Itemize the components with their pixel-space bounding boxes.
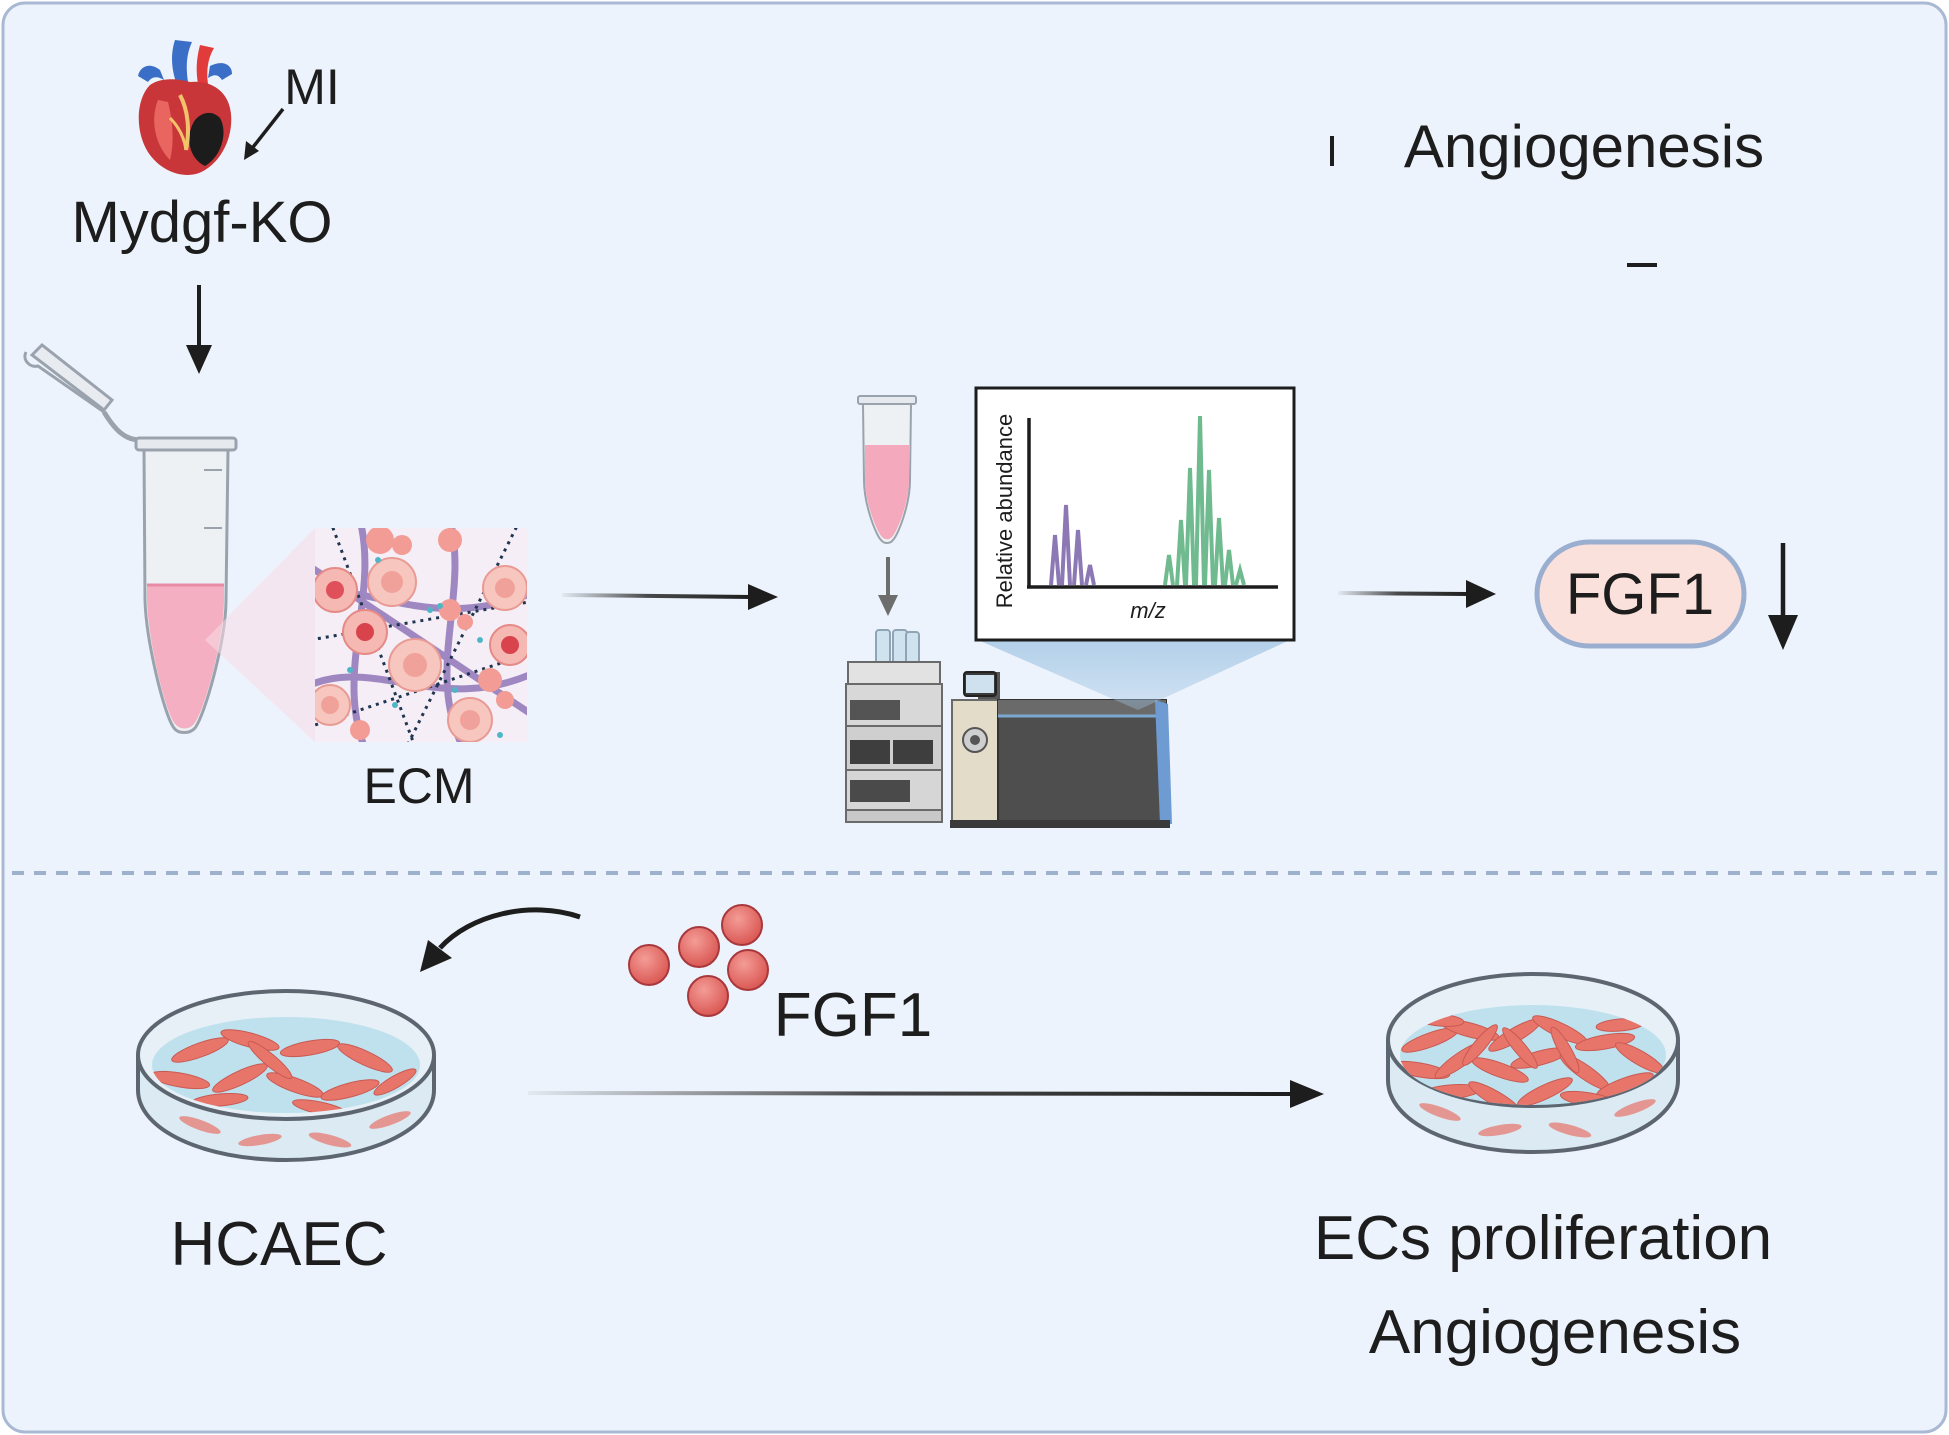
spectrum-ylabel: Relative abundance [992,414,1017,608]
small-tube-icon [857,395,917,544]
mi-arrow [244,107,285,160]
mi-label: MI [284,59,340,115]
lc-system-icon [845,629,943,823]
spectrum-chart: Relative abundance m/z [974,386,1296,642]
fgf1-bottom-label: FGF1 [774,981,932,1050]
sample-tube-icon [23,342,238,734]
decrease-arrow [1768,543,1798,650]
spectrum-xlabel: m/z [1130,598,1165,623]
ecm-inset [315,528,527,742]
inhibition-connector-vertical [1627,263,1657,437]
ecm-label: ECM [363,758,474,814]
down-arrow-knockout [186,285,212,374]
arrow-dish-to-dish [527,1080,1324,1108]
fgf1-pill [1534,539,1747,649]
fgf1-particles [628,904,769,1017]
down-arrow-small-tube [878,557,898,616]
arrow-ecm-to-lcms [561,584,778,610]
angiogenesis-top-label: Angiogenesis [1404,113,1764,180]
angiogenesis-bottom-label: Angiogenesis [1369,1298,1741,1367]
petri-dish-left-icon [136,989,436,1163]
petri-dish-right-icon [1386,972,1680,1155]
knockout-label: Mydgf-KO [71,190,332,255]
curved-arrow [420,907,581,972]
zoom-wedge [205,528,315,742]
arrow-lcms-to-fgf1 [1337,580,1496,608]
spectrum-beam [978,640,1290,710]
ecs-proliferation-label: ECs proliferation [1314,1204,1772,1273]
peak-cluster-green [1163,415,1246,586]
mass-spectrometer-icon [950,671,1172,828]
hcaec-label: HCAEC [170,1210,387,1279]
peak-cluster-purple [1049,504,1096,586]
fgf1-box-label: FGF1 [1566,562,1714,627]
heart-icon [138,40,232,175]
inhibition-connector-top [400,136,1334,166]
